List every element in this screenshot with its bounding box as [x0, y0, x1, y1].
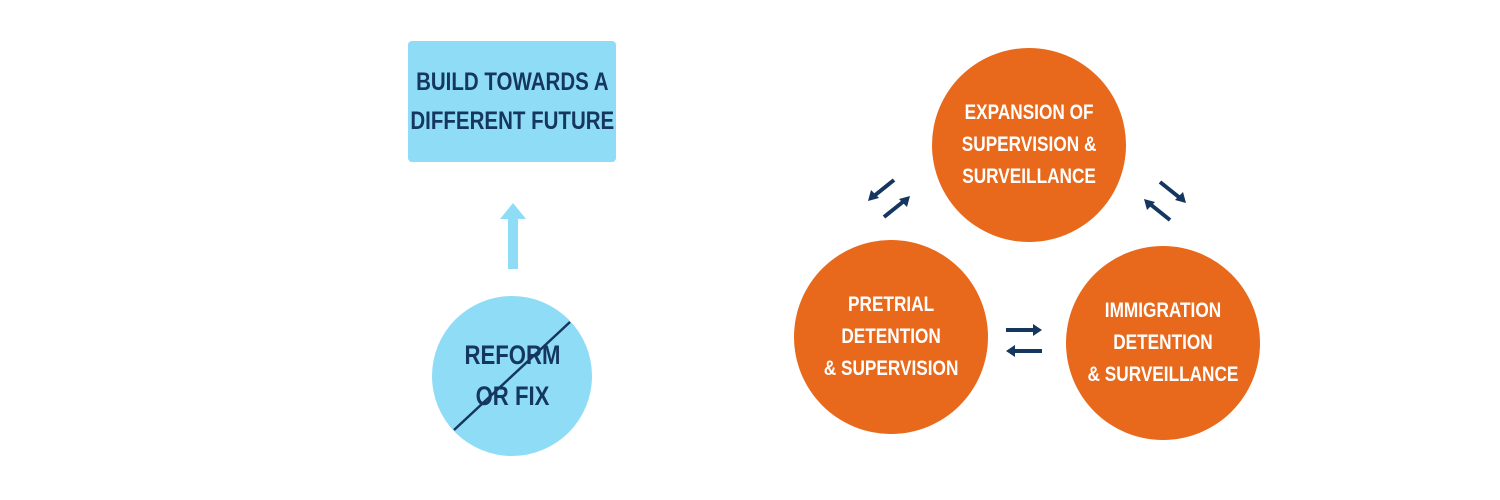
up-arrow-icon — [500, 203, 526, 269]
expansion-supervision-circle: EXPANSION OF SUPERVISION & SURVEILLANCE — [932, 48, 1126, 242]
bidirectional-arrows-icon — [1006, 324, 1042, 357]
expansion-line3: SURVEILLANCE — [962, 165, 1096, 188]
immigration-line1: IMMIGRATION — [1104, 299, 1222, 322]
pretrial-label: PRETRIAL DETENTION & SUPERVISION — [824, 289, 959, 385]
expansion-line2: SUPERVISION & — [961, 133, 1097, 156]
goal-box-line1: BUILD TOWARDS A — [415, 67, 609, 96]
bidirectional-arrows-icon — [868, 178, 910, 219]
pretrial-line2: DETENTION — [841, 325, 941, 348]
goal-box-label: BUILD TOWARDS A DIFFERENT FUTURE — [410, 63, 614, 141]
pretrial-line1: PRETRIAL — [847, 293, 935, 316]
immigration-line2: DETENTION — [1113, 331, 1213, 354]
reform-line2: OR FIX — [475, 381, 549, 411]
pretrial-line3: & SUPERVISION — [823, 357, 959, 380]
expansion-label: EXPANSION OF SUPERVISION & SURVEILLANCE — [962, 97, 1097, 193]
immigration-detention-circle: IMMIGRATION DETENTION & SURVEILLANCE — [1066, 246, 1260, 440]
build-towards-future-box: BUILD TOWARDS A DIFFERENT FUTURE — [408, 41, 616, 162]
pretrial-detention-circle: PRETRIAL DETENTION & SUPERVISION — [794, 240, 988, 434]
bidirectional-arrows-icon — [1144, 180, 1186, 222]
immigration-label: IMMIGRATION DETENTION & SURVEILLANCE — [1088, 295, 1239, 391]
immigration-line3: & SURVEILLANCE — [1087, 363, 1239, 386]
expansion-line1: EXPANSION OF — [964, 101, 1094, 124]
goal-box-line2: DIFFERENT FUTURE — [410, 106, 614, 135]
strikethrough-line — [453, 321, 571, 431]
